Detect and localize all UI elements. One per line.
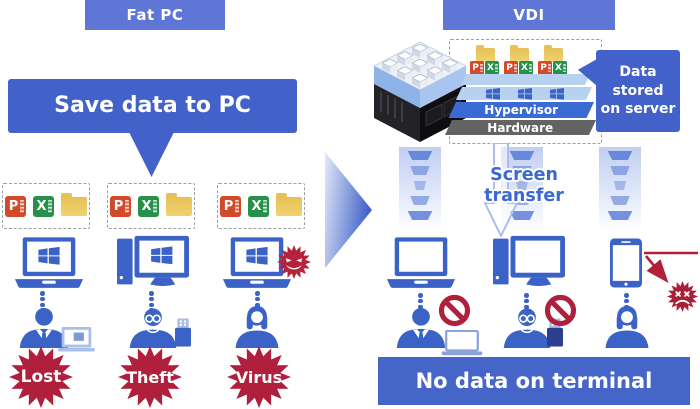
screen-stream	[599, 147, 641, 231]
powerpoint-icon: P	[504, 61, 518, 75]
no-virus-arrow	[644, 251, 698, 283]
hypervisor-label: Hypervisor	[484, 103, 559, 117]
data-stored-line1: Data	[619, 63, 657, 80]
windows-logo-icon	[486, 88, 500, 100]
powerpoint-icon: P	[470, 61, 484, 75]
woman-icon	[231, 305, 283, 348]
fat-pc-header: Fat PC	[85, 0, 225, 30]
excel-letter: X	[487, 63, 494, 73]
excel-icon: X	[33, 195, 54, 217]
windows-logo-icon	[550, 88, 564, 100]
excel-letter: X	[521, 63, 528, 73]
prohibition-icon	[544, 294, 577, 327]
powerpoint-letter: P	[540, 63, 547, 73]
screen-transfer-label: Screen transfer	[472, 165, 576, 208]
risk-badge-theft: Theft	[118, 346, 182, 408]
laptop-blank-icon	[384, 237, 458, 290]
folder-icon	[544, 45, 563, 62]
excel-letter: X	[141, 198, 152, 214]
screen-stream	[399, 147, 441, 231]
desktop-blank-icon	[493, 235, 565, 291]
windows-logo-icon	[518, 88, 532, 100]
woman-icon	[601, 305, 653, 348]
powerpoint-icon: P	[110, 195, 131, 217]
hypervisor-layer: Hypervisor	[448, 102, 594, 118]
powerpoint-icon: P	[5, 195, 26, 217]
prohibition-icon	[438, 294, 471, 327]
excel-icon: X	[248, 195, 269, 217]
desktop-windows-icon	[117, 235, 189, 291]
documents-box-3: P X	[217, 183, 305, 229]
powerpoint-letter: P	[472, 63, 479, 73]
powerpoint-letter: P	[8, 198, 19, 214]
usb-stick-icon	[175, 318, 191, 347]
powerpoint-letter: P	[506, 63, 513, 73]
vm-documents-1: P X	[470, 45, 500, 76]
server-icon	[372, 41, 468, 142]
excel-icon: X	[138, 195, 159, 217]
save-data-bubble: Save data to PC	[8, 79, 297, 133]
no-data-banner: No data on terminal	[378, 357, 690, 405]
data-stored-bubble: Data stored on server	[596, 50, 680, 132]
vm-documents-2: P X	[504, 45, 534, 76]
folder-icon	[166, 192, 192, 216]
transition-arrow	[325, 152, 372, 268]
folder-icon	[510, 45, 529, 62]
powerpoint-letter: P	[113, 198, 124, 214]
vdi-header: VDI	[443, 0, 615, 30]
documents-box-2: P X	[107, 183, 195, 229]
excel-icon: X	[553, 61, 567, 75]
risk-badge-virus: Virus	[227, 346, 291, 408]
user-glasses-icon	[126, 307, 180, 348]
excel-letter: X	[36, 198, 47, 214]
data-stored-line2: stored	[612, 82, 664, 99]
down-arrow-icon	[484, 143, 518, 237]
excel-letter: X	[251, 198, 262, 214]
vm-docs-layer	[460, 74, 590, 85]
powerpoint-letter: P	[223, 198, 234, 214]
save-data-bubble-tail	[129, 132, 174, 177]
documents-box-1: P X	[2, 183, 90, 229]
laptop-windows-icon	[12, 237, 86, 290]
vm-documents-3: P X	[538, 45, 568, 76]
excel-letter: X	[555, 63, 562, 73]
risk-badge-lost: Lost	[9, 346, 73, 408]
screen-transfer-line1: Screen	[490, 165, 558, 185]
excel-icon: X	[519, 61, 533, 75]
powerpoint-icon: P	[538, 61, 552, 75]
data-stored-line3: on server	[600, 101, 676, 118]
virus-icon	[277, 245, 311, 279]
laptop-outline-icon	[441, 330, 483, 356]
powerpoint-icon: P	[220, 195, 241, 217]
hardware-layer: Hardware	[445, 120, 596, 135]
dead-virus-icon	[667, 281, 698, 312]
hardware-label: Hardware	[487, 120, 554, 135]
laptop-side-icon	[58, 327, 95, 352]
folder-icon	[276, 192, 302, 216]
screen-transfer-line2: transfer	[484, 186, 564, 207]
excel-icon: X	[485, 61, 499, 75]
folder-icon	[476, 45, 495, 62]
folder-icon	[61, 192, 87, 216]
